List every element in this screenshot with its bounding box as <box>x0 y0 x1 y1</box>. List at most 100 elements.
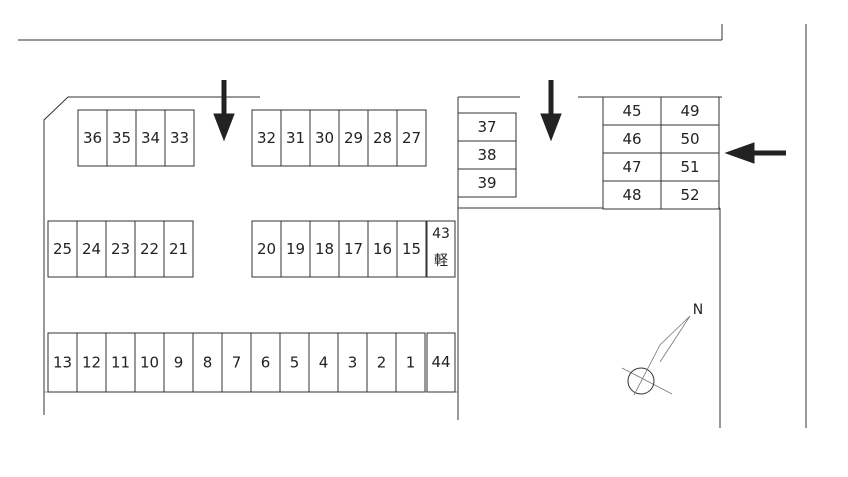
stall-label: 52 <box>680 186 699 204</box>
stall-label: 39 <box>477 174 496 192</box>
stall-label: 10 <box>140 354 159 372</box>
stall: 1 <box>395 332 426 393</box>
stall: 11 <box>105 332 136 393</box>
stall-label: 16 <box>373 240 392 258</box>
stall-label: 47 <box>622 158 641 176</box>
entry-arrow-left <box>724 142 786 164</box>
stall: 3 <box>337 332 368 393</box>
stall-label: 48 <box>622 186 641 204</box>
stall: 13 <box>47 332 78 393</box>
stall: 29 <box>338 109 369 167</box>
stall: 8 <box>192 332 223 393</box>
stall: 17 <box>338 220 369 278</box>
stall-grid-45-52: 45 46 47 48 49 50 51 52 <box>602 96 720 210</box>
stall: 25 <box>47 220 78 278</box>
stall-label: 37 <box>477 118 496 136</box>
stall: 21 <box>163 220 194 278</box>
stall: 10 <box>134 332 165 393</box>
stall: 49 <box>660 96 720 126</box>
stall: 33 <box>164 109 195 167</box>
stall: 36 <box>77 109 108 167</box>
stall-label: 32 <box>257 129 276 147</box>
stall-label: 50 <box>680 130 699 148</box>
stall-label: 18 <box>315 240 334 258</box>
stall: 35 <box>106 109 137 167</box>
stall-label: 2 <box>377 354 387 372</box>
stall: 22 <box>134 220 165 278</box>
stall: 27 <box>396 109 427 167</box>
entry-arrow-down-right <box>540 80 562 142</box>
stall: 7 <box>221 332 252 393</box>
stall: 6 <box>250 332 281 393</box>
stall: 46 <box>602 124 662 154</box>
stall: 19 <box>280 220 311 278</box>
stall-label: 38 <box>477 146 496 164</box>
stall-label: 1 <box>406 354 416 372</box>
stall-label: 25 <box>53 240 72 258</box>
stall-label: 28 <box>373 129 392 147</box>
stall-label: 45 <box>622 102 641 120</box>
entry-arrow-down-left <box>213 80 235 142</box>
stall: 48 <box>602 180 662 210</box>
stall: 23 <box>105 220 136 278</box>
stall-label: 24 <box>82 240 101 258</box>
stall-label: 44 <box>431 353 450 371</box>
stall-label: 34 <box>141 129 160 147</box>
stall: 45 <box>602 96 662 126</box>
stall-row-20-15: 20 19 18 17 16 15 <box>251 220 427 278</box>
stall-label: 17 <box>344 240 363 258</box>
stall-label: 22 <box>140 240 159 258</box>
stall: 31 <box>280 109 311 167</box>
stall-label: 23 <box>111 240 130 258</box>
stall-label: 11 <box>111 354 130 372</box>
stall-label: 31 <box>286 129 305 147</box>
stall-row-13-1: 13 12 11 10 9 8 7 6 5 4 3 2 1 <box>47 332 426 393</box>
stall: 5 <box>279 332 310 393</box>
stall-label: 51 <box>680 158 699 176</box>
stall-label: 33 <box>170 129 189 147</box>
stall-label: 12 <box>82 354 101 372</box>
stall: 2 <box>366 332 397 393</box>
stall-label: 5 <box>290 354 300 372</box>
stall-label: 43 <box>432 226 450 242</box>
stall: 18 <box>309 220 340 278</box>
stall: 30 <box>309 109 340 167</box>
stall-label: 27 <box>402 129 421 147</box>
stall: 38 <box>457 140 517 170</box>
stall: 16 <box>367 220 398 278</box>
stall: 28 <box>367 109 398 167</box>
stall-label: 13 <box>53 354 72 372</box>
stall-label: 9 <box>174 354 184 372</box>
stall-label: 3 <box>348 354 358 372</box>
stall-label: 36 <box>83 129 102 147</box>
stall: 47 <box>602 152 662 182</box>
stall-label: 6 <box>261 354 271 372</box>
stall-44: 44 <box>426 332 456 393</box>
stall-label: 35 <box>112 129 131 147</box>
compass-north-label: N <box>693 302 703 318</box>
stall: 37 <box>457 112 517 142</box>
stall: 20 <box>251 220 282 278</box>
stall-row-36-33: 36 35 34 33 <box>77 109 195 167</box>
stall-label: 29 <box>344 129 363 147</box>
stall-label: 8 <box>203 354 213 372</box>
stall-label: 軽 <box>434 253 448 269</box>
stall-stack-37-39: 37 38 39 <box>457 112 517 198</box>
stall-label: 19 <box>286 240 305 258</box>
stall: 4 <box>308 332 339 393</box>
stall: 12 <box>76 332 107 393</box>
stall: 15 <box>396 220 427 278</box>
stall-label: 20 <box>257 240 276 258</box>
stall: 50 <box>660 124 720 154</box>
stall: 34 <box>135 109 166 167</box>
stall: 39 <box>457 168 517 198</box>
stall-label: 15 <box>402 240 421 258</box>
compass-icon: N <box>621 302 703 396</box>
stall-label: 21 <box>169 240 188 258</box>
stall-label: 4 <box>319 354 329 372</box>
stall: 32 <box>251 109 282 167</box>
stall-label: 7 <box>232 354 242 372</box>
stall-row-25-21: 25 24 23 22 21 <box>47 220 194 278</box>
